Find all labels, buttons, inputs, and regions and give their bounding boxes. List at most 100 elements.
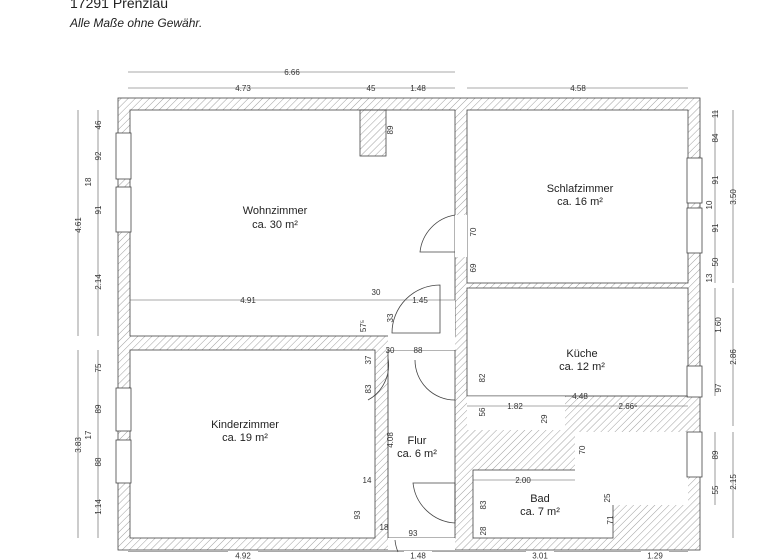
- dim-label: 1.60: [714, 317, 723, 333]
- dim-label: 4.91: [240, 296, 256, 305]
- dim-label: 84: [711, 133, 720, 142]
- dim-label: 89: [711, 450, 720, 459]
- dim-label: 97: [714, 383, 723, 392]
- dim-label: 91: [711, 223, 720, 232]
- room-area: ca. 30 m²: [252, 219, 298, 231]
- dim-label: 83: [364, 384, 373, 393]
- dim-label: 89: [94, 404, 103, 413]
- dim-label: 13: [705, 273, 714, 282]
- dim-label: 10: [705, 200, 714, 209]
- dim-label: 2.00: [515, 476, 531, 485]
- room-name: Schlafzimmer: [547, 183, 614, 195]
- kitchen-alcove: [467, 396, 565, 430]
- dim-label: 70: [578, 445, 587, 454]
- dim-label: 14: [363, 476, 372, 485]
- dim-label-bg: [526, 551, 554, 560]
- bad-upper: [575, 432, 688, 505]
- dim-label: 93: [409, 529, 418, 538]
- dim-label: 83: [479, 500, 488, 509]
- dim-label: 30: [372, 288, 381, 297]
- door-kueche[interactable]: [414, 359, 456, 401]
- dim-label: 2.14: [94, 274, 103, 290]
- entrance-gap: [388, 538, 455, 550]
- dim-label: 89: [386, 125, 395, 134]
- room-area: ca. 16 m²: [557, 196, 603, 208]
- dim-label: 2.66⁵: [619, 402, 638, 411]
- dim-label: 37: [364, 355, 373, 364]
- window: [115, 186, 132, 233]
- dim-label: 1.48: [410, 84, 426, 93]
- room-name: Kinderzimmer: [211, 419, 279, 431]
- room-area: ca. 12 m²: [559, 361, 605, 373]
- dim-label: 28: [479, 526, 488, 535]
- room-name: Flur: [408, 435, 427, 447]
- dim-label: 70: [469, 227, 478, 236]
- room-wohnzimmer: [129, 109, 456, 337]
- room-name: Wohnzimmer: [243, 205, 308, 217]
- room-kueche: [466, 287, 689, 397]
- dim-label: 11: [711, 109, 720, 118]
- dim-label: 4.08: [386, 432, 395, 448]
- dim-label: 4.48: [572, 392, 588, 401]
- dim-label: 88: [94, 457, 103, 466]
- dim-label: 71: [606, 515, 615, 524]
- dimension-lines: [77, 71, 734, 552]
- chimney: [359, 109, 387, 157]
- dim-label: 2.86: [729, 349, 738, 365]
- dim-label: 1.82: [507, 402, 523, 411]
- room-area: ca. 7 m²: [520, 506, 560, 518]
- door-opening-schlafzimmer: [455, 215, 467, 257]
- dim-label: 1.48: [410, 552, 426, 560]
- dim-label: 3.01: [532, 552, 548, 560]
- dim-label: 18: [84, 177, 93, 186]
- dim-label: 6.66: [284, 68, 300, 77]
- dim-label: 25: [603, 493, 612, 502]
- flur-upper: [388, 300, 455, 350]
- dim-label: 30: [386, 346, 395, 355]
- dim-label: 4.73: [235, 84, 251, 93]
- window: [115, 132, 132, 180]
- dim-label: 33: [386, 313, 395, 322]
- dim-label: 88: [414, 346, 423, 355]
- dim-label: 1.29: [647, 552, 663, 560]
- dim-label: 91: [711, 175, 720, 184]
- dim-label: 93: [353, 510, 362, 519]
- window: [115, 439, 132, 484]
- dim-label: 3.50: [729, 189, 738, 205]
- dim-label: 56: [478, 407, 487, 416]
- dim-label-bg: [228, 551, 258, 560]
- dim-label: 92: [94, 151, 103, 160]
- door-schlafzimmer[interactable]: [419, 214, 456, 253]
- dim-label: 69: [469, 263, 478, 272]
- room-name: Bad: [530, 493, 550, 505]
- dim-label: 45: [367, 84, 376, 93]
- window: [686, 365, 703, 398]
- dim-label-bg: [404, 551, 432, 560]
- dim-label: 4.61: [74, 217, 83, 233]
- dim-label: 17: [84, 430, 93, 439]
- window: [686, 157, 703, 204]
- dim-label: 4.58: [570, 84, 586, 93]
- room-kinderzimmer: [129, 349, 376, 539]
- room-area: ca. 19 m²: [222, 432, 268, 444]
- dim-label: 2.15: [729, 474, 738, 490]
- dim-label: 46: [94, 120, 103, 129]
- entrance-door[interactable]: [394, 539, 399, 553]
- dim-label: 1.14: [94, 499, 103, 515]
- dim-label: 57⁵: [359, 320, 368, 332]
- address-title: 17291 Prenzlau: [70, 0, 169, 11]
- room-area: ca. 6 m²: [397, 448, 437, 460]
- dim-label: 1.45: [412, 296, 428, 305]
- dim-label: 55: [711, 485, 720, 494]
- window: [686, 207, 703, 254]
- dim-label: 18: [380, 523, 389, 532]
- dim-label-bg: [641, 551, 669, 560]
- door-bad[interactable]: [412, 482, 456, 524]
- dim-label: 29: [540, 414, 549, 423]
- dim-label: 4.92: [235, 552, 251, 560]
- dim-label: 82: [478, 373, 487, 382]
- door-kinderzimmer[interactable]: [367, 357, 389, 401]
- disclaimer-note: Alle Maße ohne Gewähr.: [70, 16, 203, 30]
- door-wohnzimmer[interactable]: [391, 284, 441, 334]
